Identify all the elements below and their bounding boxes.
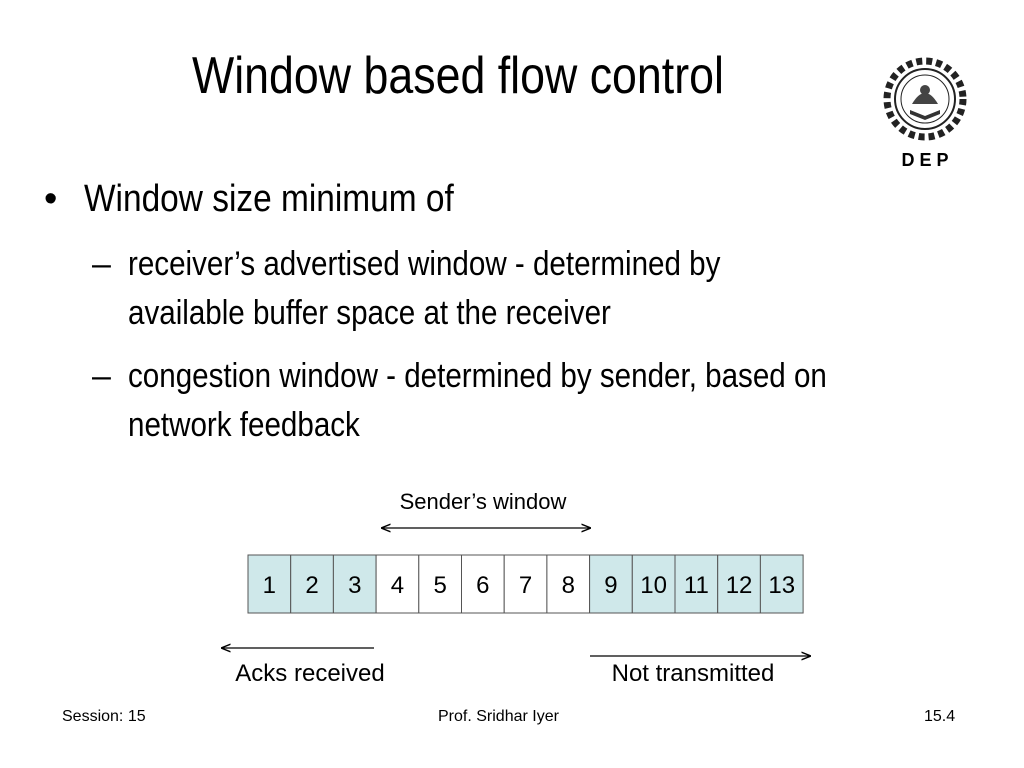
window-cell-label: 7: [519, 572, 532, 599]
window-cell-label: 12: [726, 572, 753, 599]
window-cell-label: 13: [768, 572, 795, 599]
bullet-sub-1-line-2: available buffer space at the receiver: [128, 294, 611, 332]
window-cell-label: 8: [562, 572, 575, 599]
window-cell: [290, 554, 334, 614]
bullet-sub-2-line-2: network feedback: [128, 406, 360, 444]
footer-presenter: Prof. Sridhar Iyer: [438, 708, 559, 725]
footer-slide-number: 15.4: [924, 708, 956, 725]
window-cell-label: 11: [684, 572, 709, 599]
slide-title: Window based flow control: [192, 47, 724, 105]
window-cell-label: 3: [348, 572, 361, 599]
bullet-main-text: Window size minimum of: [84, 178, 454, 220]
bullet-sub-2-line-1: congestion window - determined by sender…: [128, 357, 827, 395]
window-cell: [759, 554, 804, 614]
bullet-sub-1-text: receiver’s advertised window - determine…: [128, 240, 720, 338]
bullet-sub-1-line-1: receiver’s advertised window - determine…: [128, 245, 721, 283]
window-cell: [375, 554, 420, 614]
window-cell-label: 2: [305, 572, 318, 599]
footer-session: Session: 15: [62, 708, 146, 725]
not-transmitted-label: Not transmitted: [612, 660, 775, 687]
bullet-mark: •: [44, 178, 58, 220]
logo-text: D E P: [901, 150, 948, 170]
window-cell-label: 6: [476, 572, 489, 599]
gear-emblem-icon: [883, 57, 967, 141]
dash-mark: –: [92, 357, 111, 395]
window-cell-label: 5: [433, 572, 446, 599]
iit-dep-logo: D E P: [872, 57, 978, 170]
bullet-sub-2-text: congestion window - determined by sender…: [128, 352, 827, 450]
window-cell-label: 9: [604, 572, 617, 599]
window-cell: [503, 554, 548, 614]
window-cell: [631, 554, 676, 614]
dash-mark: –: [92, 245, 111, 283]
window-cell-label: 1: [263, 572, 276, 599]
window-cell: [461, 554, 505, 614]
acks-received-label: Acks received: [235, 660, 384, 687]
window-cell-label: 10: [640, 572, 667, 599]
window-cell: [418, 554, 462, 614]
window-cell: [332, 554, 377, 614]
window-cell: [674, 554, 719, 614]
sender-window-label: Sender’s window: [400, 489, 567, 514]
window-cell: [247, 554, 292, 614]
window-cell-label: 4: [391, 572, 404, 599]
